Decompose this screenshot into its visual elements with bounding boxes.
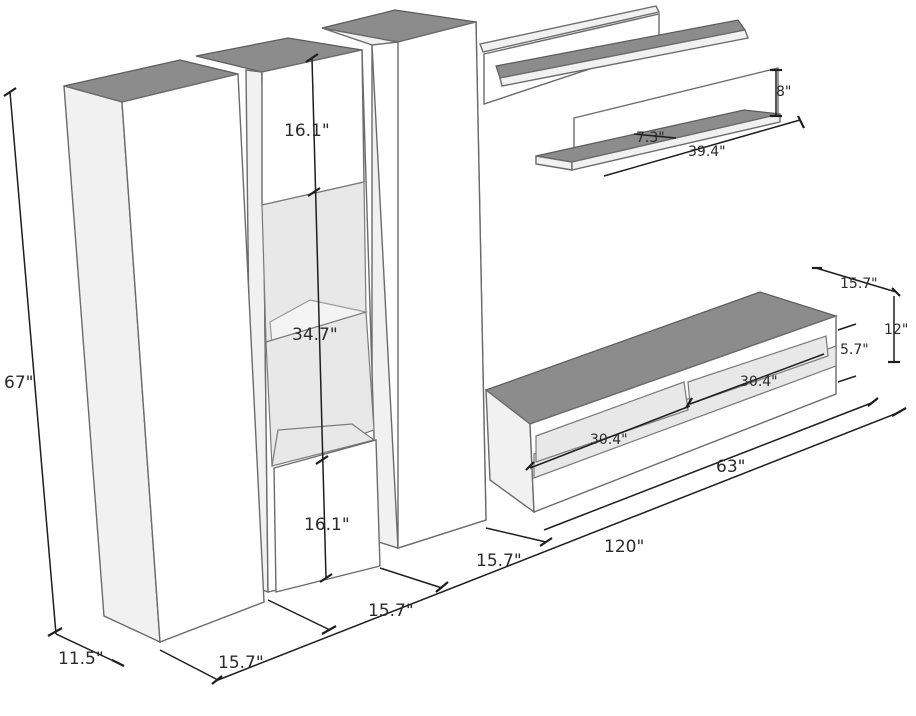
label-tv-depth: 15.7" — [840, 276, 878, 292]
label-tv-height: 12" — [884, 322, 908, 338]
label-shelf-width: 39.4" — [688, 144, 726, 160]
label-door-lower: 16.1" — [304, 515, 350, 535]
tower-middle — [195, 37, 381, 594]
label-tower-width-right: 15.7" — [476, 551, 522, 571]
label-total-height: 67" — [4, 373, 33, 393]
wall-shelf-lower — [535, 67, 781, 171]
label-tv-compartment-left: 30.4" — [590, 432, 628, 448]
dimension-lines — [3, 53, 907, 685]
label-door-upper: 16.1" — [284, 121, 330, 141]
label-shelf-height: 8" — [776, 84, 791, 100]
label-tower-depth: 11.5" — [58, 649, 104, 669]
label-tower-width-middle: 15.7" — [368, 601, 414, 621]
tower-left — [63, 59, 265, 644]
label-tv-width: 63" — [716, 457, 745, 477]
wall-shelf-upper — [479, 5, 749, 105]
tower-right — [321, 9, 487, 549]
label-shelf-depth: 7.3" — [636, 130, 665, 146]
label-tv-shelf-gap: 5.7" — [840, 342, 869, 358]
label-tower-width-left: 15.7" — [218, 653, 264, 673]
label-total-width: 120" — [604, 537, 644, 557]
label-open-section: 34.7" — [292, 325, 338, 345]
tv-unit — [484, 291, 838, 514]
label-tv-compartment-right: 30.4" — [740, 374, 778, 390]
